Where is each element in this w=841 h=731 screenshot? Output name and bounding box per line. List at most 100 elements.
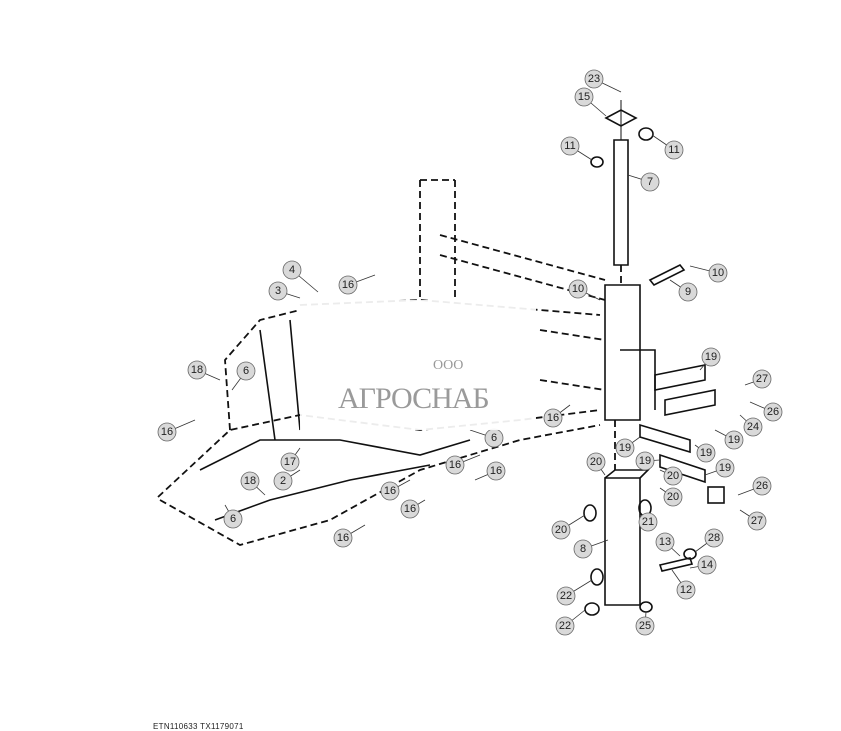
callout-20: 20 bbox=[659, 466, 683, 486]
callout-label: 24 bbox=[747, 421, 759, 433]
callout-label: 25 bbox=[639, 620, 651, 632]
callout-label: 16 bbox=[337, 532, 349, 544]
callout-15: 15 bbox=[574, 87, 607, 117]
watermark-name: АГРОСНАБ bbox=[338, 382, 490, 415]
callout-19: 19 bbox=[699, 347, 721, 371]
callout-label: 18 bbox=[244, 475, 256, 487]
callout-13: 13 bbox=[655, 532, 681, 557]
callout-3: 3 bbox=[268, 281, 301, 301]
callout-bubble bbox=[268, 281, 288, 301]
callout-label: 13 bbox=[659, 536, 671, 548]
callout-label: 6 bbox=[230, 513, 236, 525]
callout-label: 4 bbox=[289, 264, 295, 276]
callout-19: 19 bbox=[635, 451, 661, 471]
callout-bubble bbox=[615, 438, 635, 458]
callout-label: 26 bbox=[767, 406, 779, 418]
callout-27: 27 bbox=[739, 509, 767, 531]
callout-19: 19 bbox=[704, 458, 735, 478]
callout-label: 12 bbox=[680, 584, 692, 596]
callout-2: 2 bbox=[273, 469, 301, 491]
watermark-logo: ООО АГРОСНАБ bbox=[300, 300, 536, 430]
callout-16: 16 bbox=[543, 404, 571, 428]
callout-bubble bbox=[486, 461, 506, 481]
callout-label: 16 bbox=[547, 412, 559, 424]
callout-label: 10 bbox=[712, 267, 724, 279]
callout-label: 16 bbox=[404, 503, 416, 515]
callout-label: 22 bbox=[559, 620, 571, 632]
callout-label: 23 bbox=[588, 73, 600, 85]
callout-label: 14 bbox=[701, 559, 713, 571]
callout-bubble bbox=[678, 282, 698, 302]
callout-label: 16 bbox=[161, 426, 173, 438]
callout-bubble bbox=[752, 369, 772, 389]
callout-28: 28 bbox=[694, 528, 724, 553]
callout-label: 2 bbox=[280, 475, 286, 487]
callout-bubble bbox=[280, 452, 300, 472]
callout-label: 18 bbox=[191, 364, 203, 376]
callout-bubble bbox=[663, 466, 683, 486]
callout-label: 3 bbox=[275, 285, 281, 297]
callout-label: 7 bbox=[647, 176, 653, 188]
callout-bubble bbox=[157, 422, 177, 442]
callout-11: 11 bbox=[651, 134, 684, 160]
callout-bubble bbox=[635, 616, 655, 636]
watermark-prefix: ООО bbox=[433, 358, 464, 373]
callout-20: 20 bbox=[551, 514, 586, 540]
callout-bubble bbox=[573, 539, 593, 559]
callout-bubble bbox=[273, 471, 293, 491]
callout-bubble bbox=[638, 512, 658, 532]
callout-bubble bbox=[551, 520, 571, 540]
callout-bubble bbox=[708, 263, 728, 283]
callout-label: 19 bbox=[639, 455, 651, 467]
callout-16: 16 bbox=[380, 479, 411, 501]
callout-bubble bbox=[574, 87, 594, 107]
callout-27: 27 bbox=[744, 369, 772, 389]
callout-bubble bbox=[635, 451, 655, 471]
callout-bubble bbox=[333, 528, 353, 548]
callout-label: 20 bbox=[590, 456, 602, 468]
callout-bubble bbox=[568, 279, 588, 299]
callout-label: 10 bbox=[572, 283, 584, 295]
callout-bubble bbox=[543, 408, 563, 428]
callout-18: 18 bbox=[187, 360, 221, 381]
callout-19: 19 bbox=[615, 436, 641, 458]
callout-bubble bbox=[655, 532, 675, 552]
callout-21: 21 bbox=[638, 512, 658, 532]
callout-8: 8 bbox=[573, 539, 609, 559]
callout-bubble bbox=[240, 471, 260, 491]
callout-23: 23 bbox=[584, 69, 622, 93]
callout-bubble bbox=[445, 455, 465, 475]
callout-label: 20 bbox=[667, 491, 679, 503]
callout-bubble bbox=[338, 275, 358, 295]
callout-4: 4 bbox=[282, 260, 319, 293]
callout-bubble bbox=[400, 499, 420, 519]
callout-6: 6 bbox=[223, 504, 243, 529]
callout-bubble bbox=[560, 136, 580, 156]
callout-bubble bbox=[380, 481, 400, 501]
figure-id: ETN110633 TX1179071 bbox=[153, 722, 244, 731]
callout-label: 6 bbox=[491, 432, 497, 444]
callout-label: 20 bbox=[555, 524, 567, 536]
callout-20: 20 bbox=[586, 452, 606, 476]
callout-bubble bbox=[747, 511, 767, 531]
callout-22: 22 bbox=[555, 609, 586, 636]
callout-10: 10 bbox=[568, 279, 601, 301]
callout-bubble bbox=[743, 417, 763, 437]
callout-6: 6 bbox=[231, 361, 256, 391]
callout-26: 26 bbox=[749, 401, 783, 422]
callout-bubble bbox=[584, 69, 604, 89]
callout-bubble bbox=[236, 361, 256, 381]
callout-label: 20 bbox=[667, 470, 679, 482]
callout-24: 24 bbox=[739, 414, 763, 437]
callout-16: 16 bbox=[157, 419, 196, 442]
callout-bubble bbox=[586, 452, 606, 472]
callout-label: 19 bbox=[705, 351, 717, 363]
callout-label: 11 bbox=[668, 144, 679, 156]
callout-label: 16 bbox=[342, 279, 354, 291]
callout-22: 22 bbox=[556, 579, 593, 606]
callout-16: 16 bbox=[338, 274, 376, 295]
callout-bubble bbox=[724, 430, 744, 450]
callout-bubble bbox=[664, 140, 684, 160]
